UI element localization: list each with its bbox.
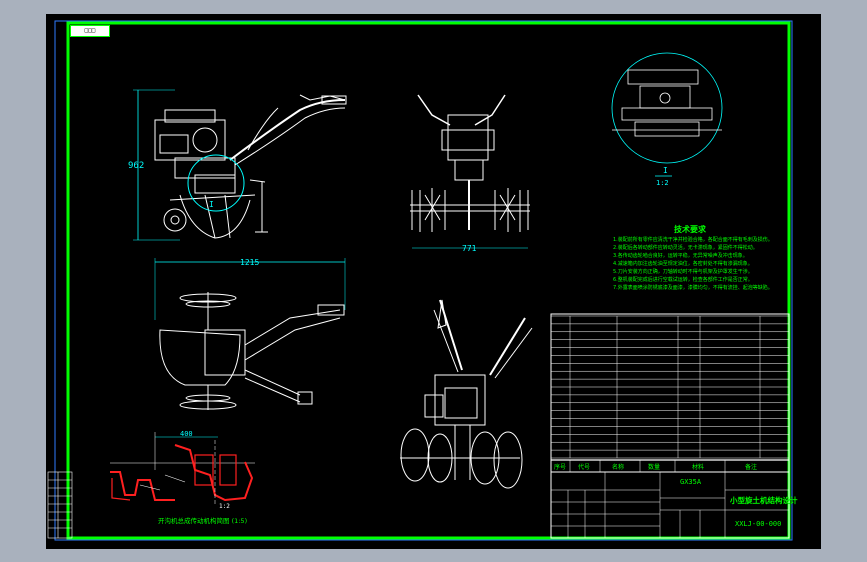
header-cell: 备注: [745, 463, 757, 471]
side-view: [133, 89, 347, 241]
tech-item: 2.装配后各转动部件应转动灵活，无卡滞现象，紧固件不得松动。: [613, 244, 758, 251]
detail-view: [611, 52, 723, 164]
tech-item: 5.刀片安装方向正确，刀轴转动时不得与机架及护罩发生干涉。: [613, 268, 753, 275]
header-cell: 名称: [612, 463, 624, 471]
tech-items: 1.装配前所有零件应清洗干净并检验合格，各配合面不得有毛刺及损伤。 2.装配后各…: [613, 236, 773, 291]
top-view: [154, 258, 346, 410]
section-caption: 开沟机总成传动机构简图 (1:5): [158, 516, 247, 525]
section-view: [110, 432, 255, 505]
drawing-name: 小型旋土机结构设计: [730, 495, 798, 505]
tech-item: 1.装配前所有零件应清洗干净并检验合格，各配合面不得有毛刺及损伤。: [613, 236, 773, 243]
side-height-dim: 962: [128, 161, 144, 171]
header-cell: 序号: [554, 463, 566, 471]
engine-model: GX35A: [680, 478, 702, 486]
tech-item: 6.整机装配完成后进行空载试运转，检查各部件工作是否正常。: [613, 276, 753, 283]
title-header: 序号 代号 名称 数量 材料 备注: [554, 463, 757, 471]
header-cell: 代号: [578, 463, 590, 471]
tech-item: 4.减速箱内加注齿轮油至规定油位，各密封处不得有渗漏现象。: [613, 260, 753, 267]
title-block: [550, 313, 790, 539]
tech-title: 技术要求: [674, 224, 707, 234]
section-width-dim: 400: [180, 430, 193, 438]
side-detail-marker: I: [209, 200, 214, 209]
revision-strip: [47, 471, 73, 539]
top-length-dim: 1215: [240, 258, 259, 267]
detail-label: I: [663, 166, 668, 175]
front-width-dim: 771: [462, 244, 477, 253]
front-view: [410, 94, 530, 249]
parts-list: [551, 315, 789, 459]
header-cell: 数量: [648, 463, 660, 471]
header-cell: 材料: [692, 463, 704, 471]
drawing-number: XXLJ-00-000: [735, 520, 781, 528]
detail-scale: 1:2: [656, 179, 669, 187]
inner-frame: [66, 21, 791, 540]
section-scale: 1:2: [219, 503, 230, 510]
isometric-view: [400, 299, 533, 489]
tech-item: 3.各传动齿轮啮合良好，运转平稳，无异常噪声及冲击现象。: [613, 252, 748, 259]
outer-frame: [54, 20, 793, 541]
title-tag: □□□: [70, 25, 110, 37]
tech-item: 7.外露表面喷涂防锈底漆及面漆，漆膜均匀，不得有流挂、起泡等缺陷。: [613, 284, 773, 291]
